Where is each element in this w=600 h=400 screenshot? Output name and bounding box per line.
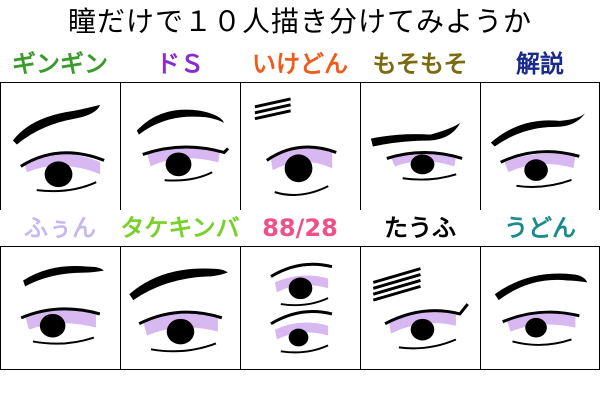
eye-cell-taufu (360, 246, 480, 370)
label-kaisetsu: 解説 (516, 50, 564, 78)
eye-drawing-ginggin (12, 104, 105, 193)
eye-cell-ginggin (0, 82, 120, 210)
eye-drawing-do-s (136, 109, 230, 182)
label-takekinba: タケキンバ (120, 214, 240, 242)
eye-drawing-kaisetsu (490, 113, 586, 188)
eye-cell-takekinba (120, 246, 240, 370)
label-fuun: ふぅん (24, 214, 96, 242)
label-ginggin: ギンギン (12, 50, 108, 78)
label-mosomoso: もそもそ (372, 50, 468, 78)
eye-drawing-taufu (372, 267, 469, 350)
eye-drawing-fuun (20, 265, 104, 345)
eye-drawing-88-28 (270, 262, 333, 354)
eye-cell-88-28 (240, 246, 360, 370)
label-udon: うどん (504, 214, 576, 242)
eye-cell-kaisetsu (480, 82, 600, 210)
label-88-28: 88/28 (262, 214, 338, 242)
label-do-s: ドＳ (156, 50, 204, 78)
eye-drawing-ikedon (254, 97, 337, 196)
eye-grid: ギンギン ドＳ いけどん もそもそ 解説 (0, 44, 600, 370)
eye-drawing-mosomoso (370, 122, 463, 181)
eye-cell-ikedon (240, 82, 360, 210)
page-title: 瞳だけで１０人描き分けてみようか (67, 5, 532, 38)
eye-cell-fuun (0, 246, 120, 370)
label-taufu: たうふ (384, 214, 456, 242)
eye-cell-do-s (120, 82, 240, 210)
label-ikedon: いけどん (252, 50, 348, 78)
eye-cell-mosomoso (360, 82, 480, 210)
eye-drawing-takekinba (129, 268, 228, 353)
eye-drawing-udon (494, 273, 588, 346)
eye-cell-udon (480, 246, 600, 370)
